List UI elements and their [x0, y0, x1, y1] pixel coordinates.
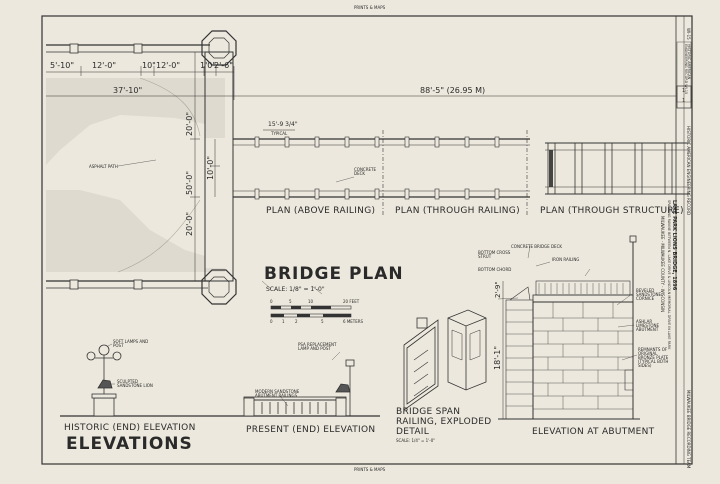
- typical-note: TYPICAL: [271, 131, 288, 136]
- dim-37-10: 37'-10": [113, 86, 143, 95]
- sheet-number-box: [676, 85, 692, 109]
- note-iron-railing: IRON RAILING: [552, 257, 580, 262]
- dim-20-0-top: 20'-0": [185, 111, 194, 136]
- present-railing: [243, 359, 355, 417]
- soft-lamps-note: SOFT LAMPS AND POST: [113, 339, 149, 348]
- present-elevation-label: PRESENT (END) ELEVATION: [246, 425, 376, 435]
- detail-title-line1: BRIDGE SPAN: [396, 407, 461, 417]
- sheet-border: [41, 15, 693, 465]
- title-survey: HISTORIC AMERICAN ENGINEERING RECORD: [686, 126, 691, 216]
- abutment-elevation: [498, 235, 640, 420]
- leader-lines: [99, 159, 638, 407]
- scale-feet-5: 5: [289, 299, 292, 304]
- pier-block: [204, 51, 234, 282]
- bottom-sheet-mark: PRINTS & MAPS: [354, 467, 386, 472]
- modern-railings-note: MODERN SANDSTONE ABUTMENT RAILINGS: [255, 389, 300, 398]
- pylon-bottom: [201, 269, 237, 305]
- title-sub: SPANNING RAVINE BETWEEN N. LAKE DRIVE & …: [667, 200, 671, 350]
- scale-m-5: 5: [321, 319, 324, 324]
- scale-m-1: 1: [282, 319, 285, 324]
- note-bottom-chord: BOTTOM CHORD: [478, 267, 512, 272]
- dim-12-0-a: 12'-0": [92, 61, 117, 70]
- dim-1-0: 1'0": [200, 61, 217, 70]
- dim-2-9: 2'-9": [494, 281, 502, 298]
- plan-label-above-railing: PLAN (ABOVE RAILING): [266, 206, 376, 216]
- dim-12-0-b: 12'-0": [156, 61, 181, 70]
- scale-m-0: 0: [270, 319, 273, 324]
- elevations-title: ELEVATIONS: [66, 434, 193, 454]
- dim-88-5: 88'-5" (26.95 M): [420, 86, 486, 95]
- dimension-lines: [46, 52, 676, 281]
- scale-feet-10: 10: [308, 299, 314, 304]
- sheet-of: 1: [682, 98, 686, 104]
- title-main: LAKE PARK LIONS BRIDGE, 1896: [671, 200, 677, 291]
- note-sandstone-cornice: BEVELED SANDSTONE CORNICE: [636, 288, 662, 301]
- dim-post-spacing: 15'-9 3/4": [268, 121, 298, 128]
- top-sheet-mark: PRINTS & MAPS: [354, 5, 386, 10]
- concrete-deck-note: CONCRETE DECK: [354, 167, 377, 176]
- scale-feet-20: 20 FEET: [343, 299, 360, 304]
- note-concrete-bridge-deck: CONCRETE BRIDGE DECK: [511, 244, 562, 249]
- replacement-lamp-note: PSA REPLACEMENT LAMP AND POST: [298, 342, 337, 351]
- sheet-number: 1: [682, 88, 686, 94]
- dim-2-6: 2'-6": [214, 61, 233, 70]
- dim-18-1: 18'-1": [493, 345, 502, 370]
- plan-label-through-structure: PLAN (THROUGH STRUCTURE): [540, 206, 684, 216]
- record-box: [676, 41, 692, 103]
- railing-exploded-detail: [403, 309, 487, 411]
- dim-5-10: 5'-10": [50, 61, 75, 70]
- detail-title-line3: DETAIL: [396, 427, 430, 437]
- sculpted-lion-note: SCULPTED SANDSTONE LION: [117, 379, 153, 388]
- detail-title-line2: RAILING, EXPLODED: [396, 417, 492, 427]
- detail-scale: SCALE: 1/4" = 1'-0": [396, 438, 436, 443]
- deck-post-group: [254, 136, 500, 200]
- dim-10in: 10": [142, 61, 156, 70]
- scale-bar-meters: [270, 313, 352, 318]
- truss-plan: [545, 142, 690, 195]
- scale-bar-feet: [270, 305, 352, 310]
- plan-label-through-railing: PLAN (THROUGH RAILING): [395, 206, 520, 216]
- asphalt-path-note: ASPHALT PATH: [89, 164, 118, 169]
- note-bronze-plate: REMNANTS OF ORIGINAL BRONZE PLATE (TYPIC…: [638, 347, 669, 368]
- bridge-plan-scale: SCALE: 1/8" = 1'-0": [266, 286, 325, 293]
- note-ashlar-abutment: ASHLAR LIMESTONE ABUTMENT: [636, 319, 660, 332]
- bridge-plan-title: BRIDGE PLAN: [264, 264, 404, 284]
- historic-lamp-post: [86, 344, 122, 417]
- dim-20-0-bottom: 20'-0": [185, 211, 194, 236]
- pylon-top: [201, 30, 237, 66]
- scale-feet-0: 0: [270, 299, 273, 304]
- scale-m-2: 2: [295, 319, 298, 324]
- scale-m-6: 6 METERS: [343, 319, 364, 324]
- title-city: MILWAUKEE · MILWAUKEE COUNTY · WISCONSIN: [660, 216, 665, 313]
- record-code: WI-15: [686, 28, 691, 40]
- title-team: MILWAUKEE BRIDGE RECORDING TEAM: [686, 390, 691, 469]
- note-bottom-cross-strut: BOTTOM CROSS STRUT: [478, 250, 511, 259]
- historic-elevation-label: HISTORIC (END) ELEVATION: [64, 423, 196, 433]
- approach-texture-bottom: [46, 190, 225, 272]
- dim-50-0: 50'-0": [185, 170, 194, 195]
- dim-10-0: 10'-0": [206, 155, 215, 180]
- abutment-elevation-label: ELEVATION AT ABUTMENT: [532, 427, 655, 437]
